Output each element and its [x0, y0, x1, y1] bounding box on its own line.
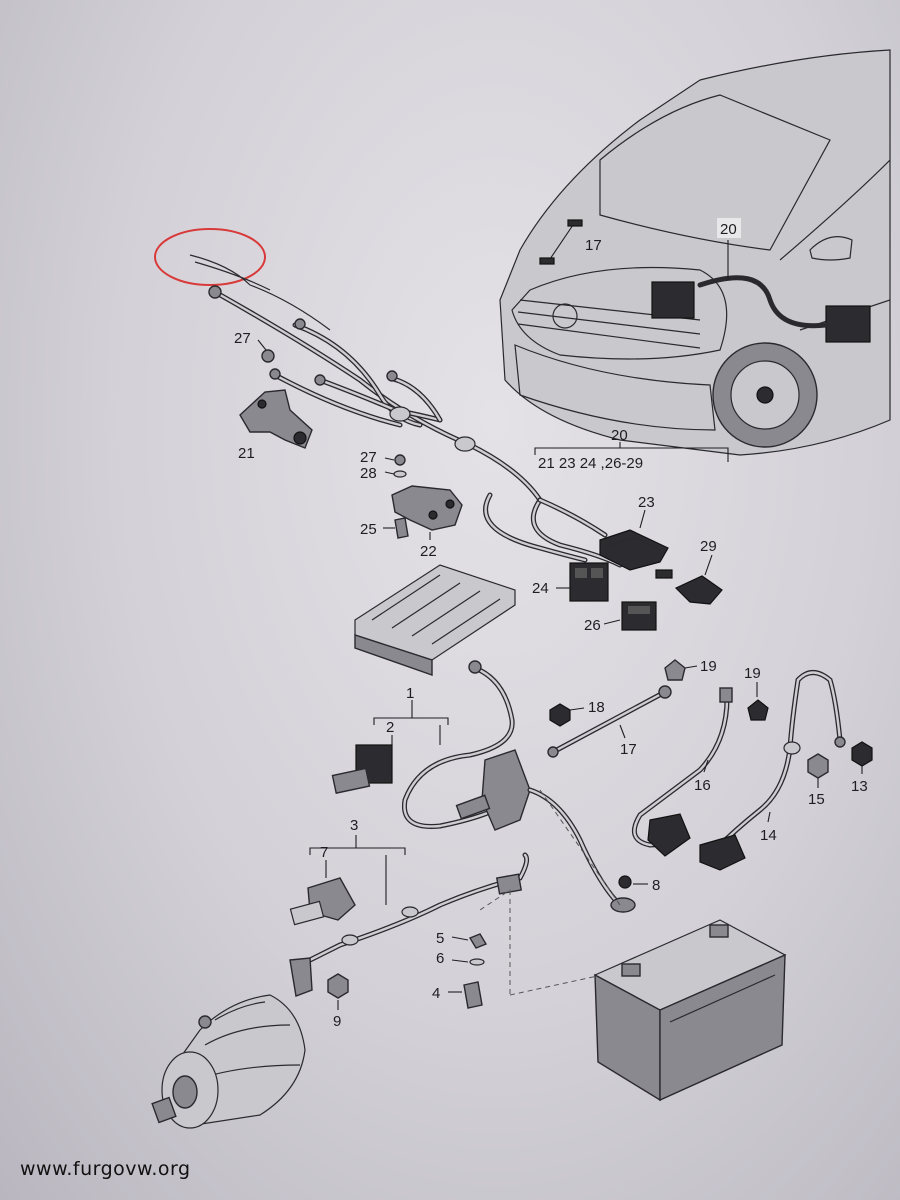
- part-24-relay-housing: [569, 562, 609, 602]
- label-27-a: 27: [234, 330, 251, 347]
- part-2-grommet: [331, 744, 393, 794]
- part-19-nut-a: [664, 659, 686, 681]
- part-3-cable: [289, 852, 530, 997]
- part-15-nut: [807, 753, 829, 779]
- label-29: 29: [700, 538, 717, 555]
- part-18-nut: [549, 703, 571, 727]
- highlight-circle: [154, 228, 266, 286]
- label-17-car: 17: [585, 237, 602, 254]
- part-25-terminal: [394, 517, 409, 539]
- label-20-car: 20: [720, 221, 737, 238]
- part-8-nut: [618, 875, 632, 889]
- label-16: 16: [694, 777, 711, 794]
- label-7: 7: [320, 844, 328, 861]
- label-22: 22: [420, 543, 437, 560]
- part-27-nut: [261, 349, 275, 363]
- label-25: 25: [360, 521, 377, 538]
- part-27-nut-b: [394, 454, 406, 466]
- wiring-harness: [189, 254, 623, 568]
- part-13-nut: [851, 741, 873, 767]
- starter-motor: [151, 994, 306, 1129]
- label-18: 18: [588, 699, 605, 716]
- label-19-b: 19: [744, 665, 761, 682]
- part-29-fuse: [655, 569, 723, 605]
- part-16-cable: [631, 687, 733, 857]
- label-17: 17: [620, 741, 637, 758]
- label-15: 15: [808, 791, 825, 808]
- battery-tray: [354, 564, 516, 676]
- part-6-washer: [469, 958, 485, 966]
- part-1-cable-assembly: [401, 660, 636, 913]
- part-19-nut-b: [747, 699, 769, 721]
- label-5: 5: [436, 930, 444, 947]
- label-21: 21: [238, 445, 255, 462]
- van-illustration: [499, 49, 891, 456]
- watermark: www.furgovw.org: [20, 1158, 191, 1180]
- label-27-b: 27: [360, 449, 377, 466]
- label-28: 28: [360, 465, 377, 482]
- label-20-subparts: 21 23 24 ,26-29: [538, 455, 643, 472]
- label-24: 24: [532, 580, 549, 597]
- part-7-grommet: [289, 877, 356, 926]
- part-21-terminal-bracket: [239, 389, 313, 449]
- label-1: 1: [406, 685, 414, 702]
- label-box-20-car: [717, 218, 741, 238]
- label-14: 14: [760, 827, 777, 844]
- label-3: 3: [350, 817, 358, 834]
- group-bracket-20: [534, 442, 729, 462]
- part-26-relay: [621, 601, 657, 631]
- label-20-group: 20: [611, 427, 628, 444]
- part-5-nut: [468, 933, 488, 949]
- part-22-bracket: [391, 485, 463, 531]
- label-6: 6: [436, 950, 444, 967]
- label-26: 26: [584, 617, 601, 634]
- part-17-bar: [547, 685, 672, 758]
- label-23: 23: [638, 494, 655, 511]
- battery: [593, 919, 787, 1102]
- label-8: 8: [652, 877, 660, 894]
- label-19-a: 19: [700, 658, 717, 675]
- label-13: 13: [851, 778, 868, 795]
- label-9: 9: [333, 1013, 341, 1030]
- label-4: 4: [432, 985, 440, 1002]
- part-14-cable: [699, 670, 846, 871]
- part-23-fuse-holder: [599, 529, 669, 571]
- label-2: 2: [386, 719, 394, 736]
- part-4-terminal: [463, 981, 483, 1009]
- part-9-nut: [327, 973, 349, 999]
- part-28-washer: [393, 470, 407, 478]
